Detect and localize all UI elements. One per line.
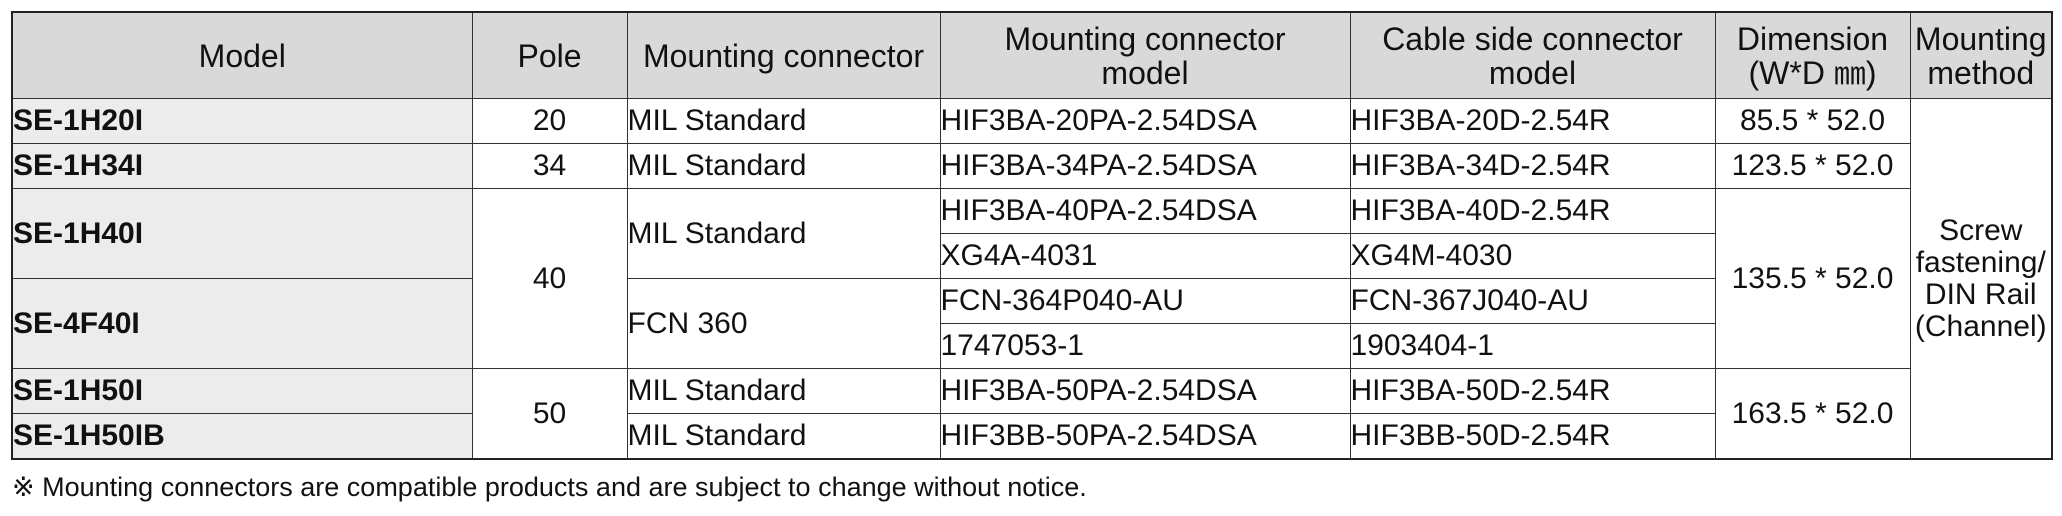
connector-spec-table: Model Pole Mounting connector Mounting c… [11,11,2053,460]
header-mounting-method: Mounting method [1909,11,2053,99]
table-row: 1747053-1 1903404-1 [12,323,2052,369]
mounting-connector-cell: MIL Standard [626,98,941,144]
mounting-connector-cell: MIL Standard [626,413,941,460]
header-pole: Pole [471,11,628,99]
header-mounting-connector-label: Mounting connector [642,37,925,74]
cable-side-model-cell: HIF3BA-40D-2.54R [1349,188,1716,234]
header-cable-side-model-line1: Cable side connector [1382,20,1683,57]
cable-side-model-cell: HIF3BB-50D-2.54R [1349,413,1716,460]
mounting-method-line4: (Channel) [1914,309,2047,343]
mounting-connector-model-cell: FCN-364P040-AU [939,278,1351,324]
cable-side-model-cell: FCN-367J040-AU [1349,278,1716,324]
mounting-connector-cell: FCN 360 [626,278,941,369]
mounting-connector-model-cell: 1747053-1 [939,323,1351,369]
mounting-connector-model-cell: HIF3BA-20PA-2.54DSA [939,98,1351,144]
table-row: SE-4F40I FCN 360 FCN-364P040-AU FCN-367J… [11,278,2052,369]
table-row: SE-1H40I 40 MIL Standard HIF3BA-40PA-2.5… [11,188,2052,369]
pole-cell: 34 [471,143,628,189]
header-dimension-line2: (W*D ㎜) [1748,54,1877,91]
header-mounting-connector: Mounting connector [626,11,941,99]
dimension-cell: 163.5 * 52.0 [1714,368,1911,460]
table-row: SE-1H34I 34 MIL Standard HIF3BA-34PA-2.5… [11,143,2052,189]
mounting-method-cell: Screw fastening/ DIN Rail (Channel) [1909,98,2053,460]
pole-cell: 50 [471,368,628,460]
header-mounting-connector-model-line2: model [1101,54,1189,91]
mounting-connector-model-cell: XG4A-4031 [939,233,1351,279]
mounting-method-line2: fastening/ [1915,245,2046,279]
model-cell: SE-1H34I [11,143,473,189]
mounting-connector-model-cell: HIF3BA-34PA-2.54DSA [939,143,1351,189]
mounting-connector-cell: MIL Standard [626,368,941,414]
dimension-cell: 135.5 * 52.0 [1714,188,1911,369]
mounting-method-line1: Screw [1939,213,2023,247]
table-row: SE-1H50IB MIL Standard HIF3BB-50PA-2.54D… [11,413,2052,460]
spec-table-container: Model Pole Mounting connector Mounting c… [11,11,2053,460]
mounting-method-line3: DIN Rail [1924,277,2037,311]
mounting-connector-cell: MIL Standard [626,188,941,279]
cable-side-model-cell: HIF3BA-20D-2.54R [1349,98,1716,144]
header-mounting-connector-model: Mounting connector model [939,11,1351,99]
header-dimension-line1: Dimension [1736,20,1889,57]
header-cable-side-model-line2: model [1488,54,1577,91]
mounting-connector-model-cell: HIF3BA-40PA-2.54DSA [939,188,1351,234]
header-mounting-method-line1: Mounting [1914,20,2047,57]
model-cell: SE-1H40I [11,188,473,279]
cable-side-model-cell: HIF3BA-34D-2.54R [1349,143,1716,189]
footnote: ※ Mounting connectors are compatible pro… [12,472,1087,502]
model-cell: SE-1H50IB [11,413,473,460]
dimension-cell: 85.5 * 52.0 [1714,98,1911,144]
dimension-cell: 123.5 * 52.0 [1714,143,1911,189]
cable-side-model-cell: HIF3BA-50D-2.54R [1349,368,1716,414]
mounting-connector-cell: MIL Standard [626,143,941,189]
table-row: SE-1H50I 50 MIL Standard HIF3BA-50PA-2.5… [11,368,2052,460]
mounting-connector-model-cell: HIF3BA-50PA-2.54DSA [939,368,1351,414]
header-mounting-connector-model-line1: Mounting connector [1004,20,1286,57]
header-model-label: Model [198,37,286,74]
table-row: SE-1H20I 20 MIL Standard HIF3BA-20PA-2.5… [11,98,2053,460]
cable-side-model-cell: 1903404-1 [1349,323,1716,369]
header-model: Model [11,11,473,99]
pole-cell: 40 [471,188,628,369]
model-cell: SE-4F40I [11,278,473,369]
mounting-connector-model-cell: HIF3BB-50PA-2.54DSA [939,413,1351,460]
table-header-row: Model Pole Mounting connector Mounting c… [11,11,2053,99]
model-cell: SE-1H50I [11,368,473,414]
header-pole-label: Pole [517,37,582,74]
header-cable-side-connector-model: Cable side connector model [1349,11,1716,99]
header-mounting-method-line2: method [1927,54,2035,91]
model-cell: SE-1H20I [11,98,473,144]
pole-cell: 20 [471,98,628,144]
header-dimension: Dimension (W*D ㎜) [1714,11,1911,99]
cable-side-model-cell: XG4M-4030 [1349,233,1716,279]
table-row: XG4A-4031 XG4M-4030 [12,233,2052,279]
